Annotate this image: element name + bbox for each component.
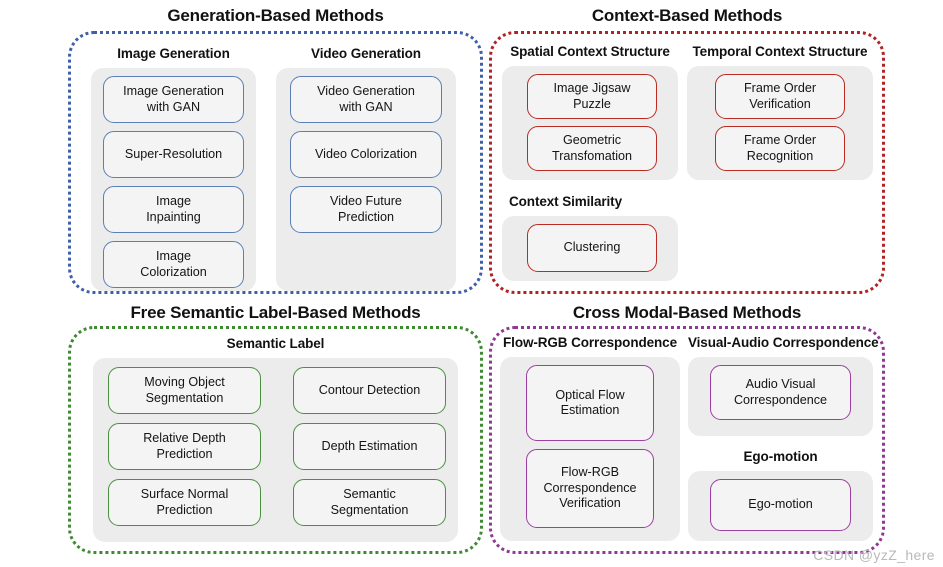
quadrant-title: Cross Modal-Based Methods (572, 303, 802, 322)
quadrant-title: Context-Based Methods (591, 6, 783, 25)
group-title: Image Generation (117, 46, 230, 61)
group-title: Flow-RGB Correspondence (503, 335, 677, 350)
quadrant-cross-modal-based: Cross Modal-Based Methods Flow-RGB Corre… (489, 303, 885, 554)
group-title: Temporal Context Structure (692, 44, 868, 59)
quadrant-context-based: Context-Based Methods Spatial Context St… (489, 6, 885, 294)
quadrant-title: Generation-Based Methods (167, 6, 384, 25)
method-box[interactable]: Super-Resolution (103, 131, 244, 178)
method-box[interactable]: Ego-motion (710, 479, 851, 531)
method-box[interactable]: Clustering (527, 224, 657, 272)
watermark: CSDN @yzZ_here (813, 547, 935, 563)
group-title: Video Generation (311, 46, 421, 61)
group-title: Ego-motion (743, 449, 818, 464)
group-title: Semantic Label (226, 336, 325, 351)
method-box[interactable]: Depth Estimation (293, 423, 446, 470)
quadrant-generation-based: Generation-Based Methods Image Generatio… (68, 6, 483, 294)
method-box[interactable]: Contour Detection (293, 367, 446, 414)
method-box[interactable]: Video Colorization (290, 131, 442, 178)
group-context-similarity: Context Similarity Clustering (502, 194, 678, 281)
group-ego-motion: Ego-motion Ego-motion (688, 449, 873, 541)
group-visual-audio-correspondence: Visual-Audio Correspondence Audio Visual… (688, 335, 879, 436)
group-title: Visual-Audio Correspondence (688, 335, 879, 350)
quadrant-free-semantic-label-based: Free Semantic Label-Based Methods Semant… (68, 303, 483, 554)
quadrant-title: Free Semantic Label-Based Methods (130, 303, 421, 322)
group-title: Spatial Context Structure (510, 44, 670, 59)
group-title: Context Similarity (509, 194, 622, 209)
